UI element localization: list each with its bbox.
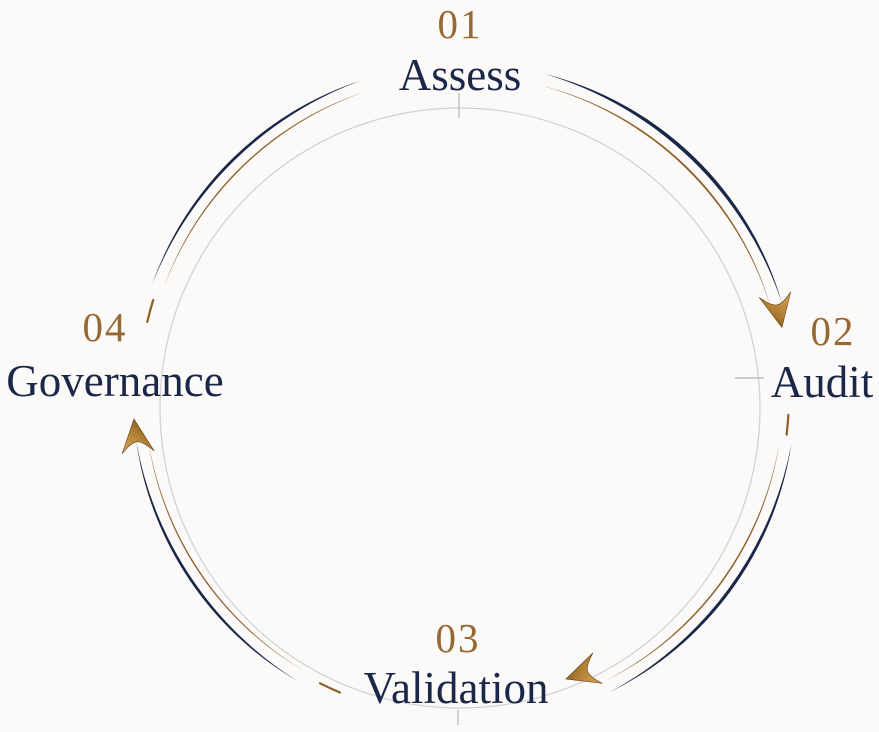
step-validation: 03 Validation: [364, 615, 549, 713]
arrowhead-to-governance-icon: [121, 418, 155, 454]
connector-audit-to-validation: [565, 413, 792, 693]
step-number-02: 02: [811, 308, 856, 354]
tail-dash: [785, 413, 790, 436]
step-label-validation: Validation: [364, 663, 549, 713]
arrowhead-to-audit-icon: [758, 291, 791, 329]
step-governance: 04 Governance: [6, 304, 223, 406]
gold-arc: [163, 91, 366, 289]
step-assess: 01 Assess: [399, 1, 522, 100]
gold-arc: [603, 442, 780, 682]
step-audit: 02 Audit: [771, 308, 874, 407]
step-number-03: 03: [436, 615, 481, 661]
navy-arc: [544, 73, 783, 304]
tail-dash: [146, 298, 155, 323]
gold-arc: [148, 439, 305, 672]
navy-arc: [152, 80, 362, 285]
base-circle: [159, 107, 761, 709]
arrowhead-to-validation-icon: [565, 652, 603, 684]
step-label-audit: Audit: [771, 357, 874, 407]
navy-arc: [136, 441, 299, 682]
gold-arc: [541, 85, 771, 308]
connector-assess-to-audit: [541, 73, 791, 329]
step-number-04: 04: [83, 304, 128, 350]
connector-governance-to-assess: [146, 80, 366, 323]
step-number-01: 01: [438, 1, 483, 47]
tail-dash: [318, 682, 342, 694]
step-label-governance: Governance: [6, 356, 223, 406]
navy-arc: [609, 443, 792, 693]
connector-validation-to-governance: [121, 418, 342, 694]
step-label-assess: Assess: [399, 50, 522, 100]
